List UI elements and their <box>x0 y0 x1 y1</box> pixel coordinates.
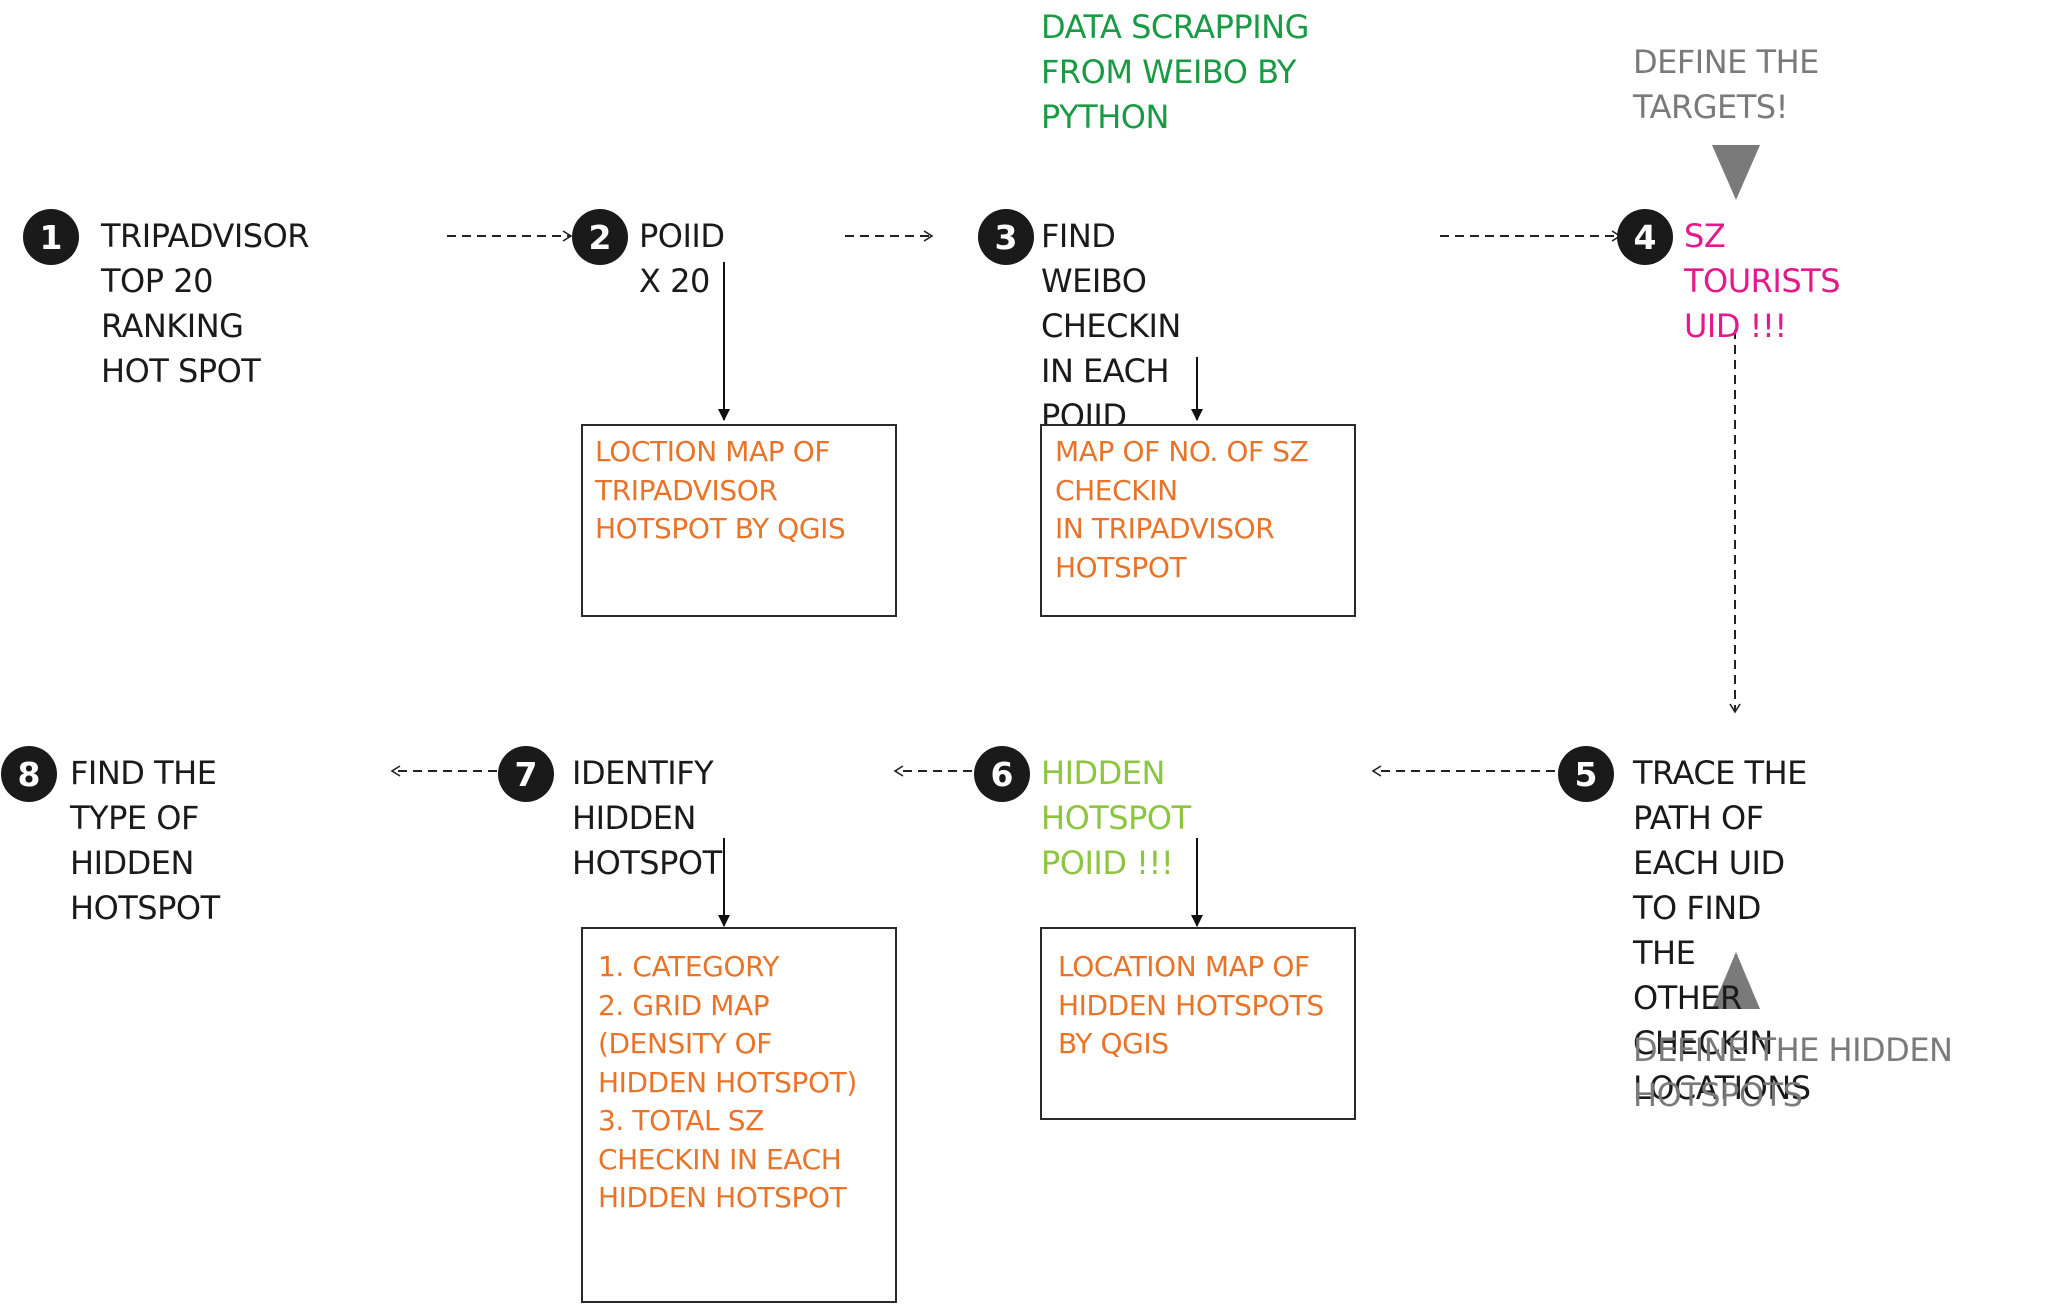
data-scrapping-note: DATA SCRAPPING FROM WEIBO BY PYTHON <box>1041 8 1309 136</box>
step-1-label: TRIPADVISOR TOP 20 RANKING HOT SPOT <box>101 217 310 390</box>
output-box-location-map <box>581 424 897 617</box>
step-8-badge: 8 <box>1 746 57 802</box>
step-4-label: SZ TOURISTS UID !!! <box>1684 217 1841 345</box>
step-5-badge: 5 <box>1558 746 1614 802</box>
output-box-hidden-analysis <box>581 927 897 1303</box>
define-targets-note: DEFINE THE TARGETS! <box>1633 43 1819 126</box>
step-6-badge: 6 <box>974 746 1030 802</box>
step-6-label: HIDDEN HOTSPOT POIID !!! <box>1041 754 1191 882</box>
step-8-label: FIND THE TYPE OF HIDDEN HOTSPOT <box>70 754 220 927</box>
step-7-badge: 7 <box>498 746 554 802</box>
output-box-checkin-map <box>1040 424 1356 617</box>
step-3-badge: 3 <box>978 209 1034 265</box>
step-2-badge: 2 <box>572 209 628 265</box>
output-hidden-map-text: LOCATION MAP OF HIDDEN HOTSPOTS BY QGIS <box>1058 950 1324 1060</box>
triangle-down-icon <box>1712 145 1760 200</box>
step-4-badge: 4 <box>1617 209 1673 265</box>
step-7-label: IDENTIFY HIDDEN HOTSPOT <box>572 754 722 882</box>
output-box-hidden-map <box>1040 927 1356 1120</box>
step-5-label: TRACE THE PATH OF EACH UID TO FIND THE O… <box>1633 754 1811 1107</box>
output-location-map-text: LOCTION MAP OF TRIPADVISOR HOTSPOT BY QG… <box>595 435 846 545</box>
step-2-label: POIID X 20 <box>639 217 725 300</box>
define-hidden-hotspots-note: DEFINE THE HIDDEN HOTSPOTS <box>1633 1031 1953 1114</box>
step-1-badge: 1 <box>23 209 79 265</box>
output-checkin-map-text: MAP OF NO. OF SZ CHECKIN IN TRIPADVISOR … <box>1055 435 1309 584</box>
output-hidden-analysis-text: 1. CATEGORY 2. GRID MAP (DENSITY OF HIDD… <box>598 950 857 1214</box>
